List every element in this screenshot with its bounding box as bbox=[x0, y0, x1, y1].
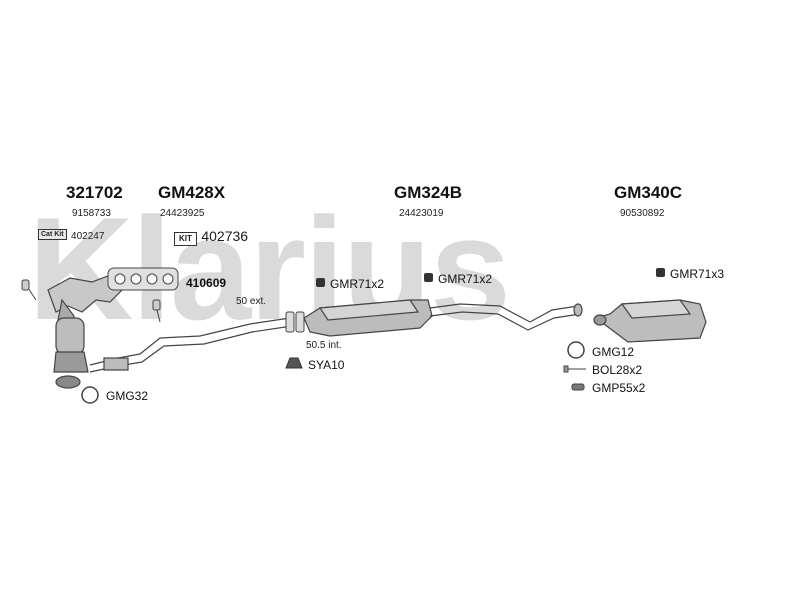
label-bol28x2: BOL28x2 bbox=[592, 363, 643, 377]
oem-number-90530892: 90530892 bbox=[620, 208, 665, 219]
clamp-icon bbox=[285, 311, 305, 333]
clamp-small-icon bbox=[571, 383, 585, 391]
label-50-5-int: 50.5 int. bbox=[306, 340, 342, 351]
catkit-row: Cat Kit 402247 bbox=[38, 226, 104, 244]
label-gmg12: GMG12 bbox=[592, 345, 635, 359]
label-gmr71x3: GMR71x3 bbox=[670, 267, 725, 281]
part-number-gm428x: GM428X bbox=[158, 183, 226, 202]
gasket-set-icon bbox=[107, 267, 179, 291]
oem-number-9158733: 9158733 bbox=[72, 208, 111, 219]
label-410609: 410609 bbox=[186, 276, 227, 290]
label-sya10: SYA10 bbox=[308, 358, 345, 372]
hanger-rubber-icon bbox=[316, 268, 665, 287]
catkit-badge: Cat Kit bbox=[38, 229, 67, 241]
label-gmr71x2-b: GMR71x2 bbox=[438, 272, 493, 286]
bolt-icon bbox=[563, 365, 586, 373]
kit-number: 402736 bbox=[201, 228, 249, 244]
label-50-ext: 50 ext. bbox=[236, 296, 267, 307]
oxygen-sensor-icon bbox=[21, 279, 161, 323]
bracket-icon bbox=[285, 357, 303, 369]
label-gmp55x2: GMP55x2 bbox=[592, 381, 646, 395]
kit-row: KIT 402736 bbox=[174, 228, 248, 246]
label-gmr71x2-a: GMR71x2 bbox=[330, 277, 385, 291]
rear-silencer bbox=[593, 299, 707, 343]
oem-number-24423019: 24423019 bbox=[399, 208, 444, 219]
kit-badge: KIT bbox=[174, 232, 197, 246]
front-pipe bbox=[89, 317, 293, 373]
rear-pipe bbox=[429, 303, 583, 331]
part-number-321702: 321702 bbox=[66, 183, 123, 202]
center-silencer bbox=[303, 299, 433, 337]
ring-gasket-icon bbox=[81, 341, 585, 404]
manifold-illustration bbox=[47, 275, 123, 389]
part-number-gm340c: GM340C bbox=[614, 183, 683, 202]
label-gmg32: GMG32 bbox=[106, 389, 149, 403]
oem-number-24423925: 24423925 bbox=[160, 208, 205, 219]
part-number-gm324b: GM324B bbox=[394, 183, 463, 202]
catkit-number: 402247 bbox=[71, 231, 105, 242]
